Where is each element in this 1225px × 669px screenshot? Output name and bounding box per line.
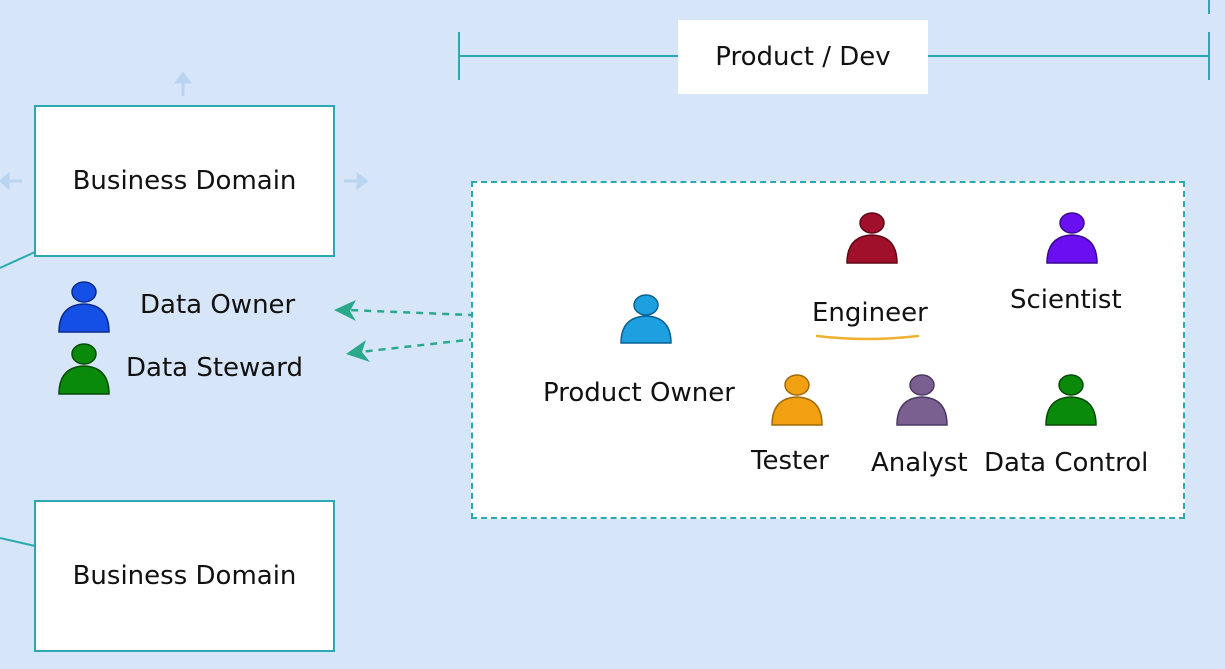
analyst-label: Analyst	[871, 448, 968, 478]
business-domain-label: Business Domain	[72, 561, 297, 591]
analyst-icon	[896, 374, 948, 426]
connection-hint-arrows	[0, 71, 369, 191]
tester-label: Tester	[751, 446, 829, 476]
business-domain-label: Business Domain	[72, 166, 297, 196]
product-owner-icon	[620, 294, 672, 344]
product-dev-header: Product / Dev	[678, 20, 928, 94]
product-owner-label: Product Owner	[543, 378, 735, 408]
business-domain-box-top[interactable]: Business Domain	[34, 105, 335, 257]
arrowhead-data-steward	[346, 340, 370, 362]
data-steward-icon	[58, 343, 110, 395]
scientist-icon	[1046, 212, 1098, 264]
data-control-label: Data Control	[984, 448, 1149, 478]
engineer-underline	[815, 334, 920, 341]
edge-top-domain	[0, 251, 36, 269]
data-owner-icon	[58, 281, 110, 333]
data-steward-label: Data Steward	[126, 353, 303, 383]
engineer-icon	[846, 212, 898, 264]
product-dev-header-text: Product / Dev	[715, 42, 891, 72]
data-owner-label: Data Owner	[140, 290, 296, 320]
data-control-icon	[1045, 374, 1097, 426]
scientist-label: Scientist	[1010, 285, 1122, 315]
engineer-label: Engineer	[812, 298, 928, 328]
edge-bottom-domain	[0, 537, 36, 547]
tester-icon	[771, 374, 823, 426]
business-domain-box-bottom[interactable]: Business Domain	[34, 500, 335, 652]
arrowhead-data-owner	[334, 300, 356, 321]
